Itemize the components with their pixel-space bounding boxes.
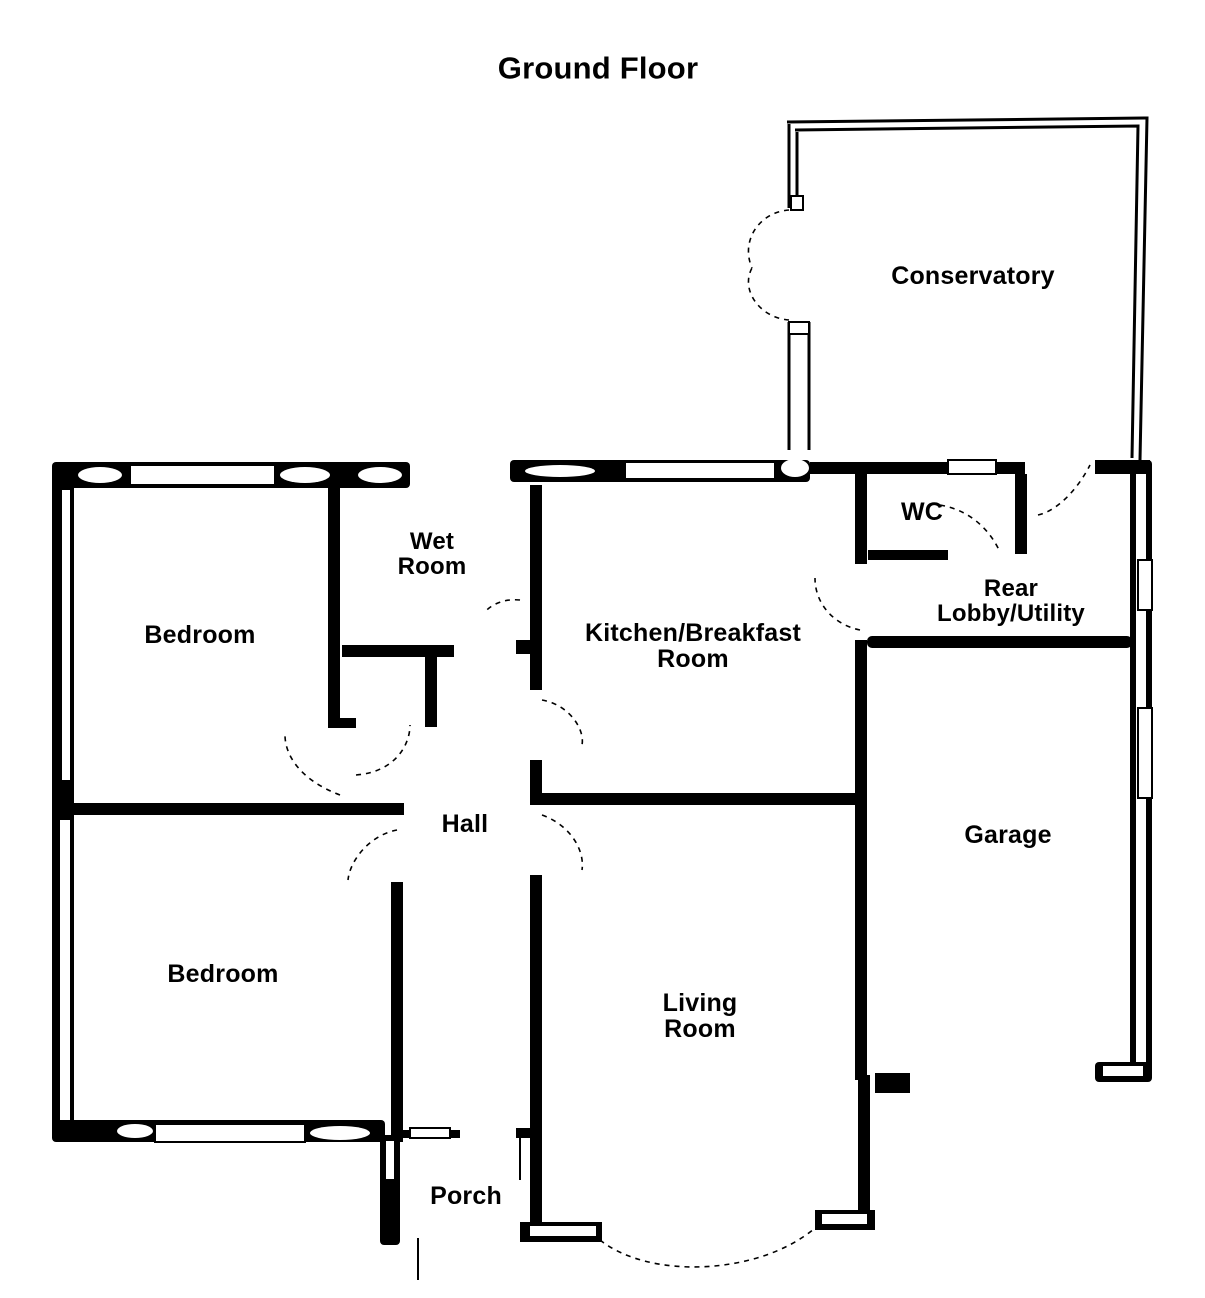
room-label-porch: Porch <box>430 1181 502 1210</box>
conservatory-door-swing <box>747 209 790 321</box>
interior-walls <box>74 474 1132 1280</box>
room-label-wc: WC <box>900 497 944 526</box>
conservatory-walls <box>786 116 1149 461</box>
room-label-living-room: Living Room <box>662 988 738 1043</box>
door-swings <box>284 464 1091 1268</box>
page-title: Ground Floor <box>497 50 699 86</box>
room-label-wet-room-line1: Wet <box>409 527 455 555</box>
room-label-hall: Hall <box>441 809 489 838</box>
room-label-rear-lobby-line1: Rear <box>983 574 1039 602</box>
room-label-bedroom-1: Bedroom <box>144 620 256 649</box>
room-label-kitchen: Kitchen/Breakfast Room <box>585 618 801 673</box>
room-label-wet-room-line2: Room <box>397 553 467 580</box>
room-label-living-room-line1: Living <box>662 988 738 1017</box>
room-label-kitchen-line2: Room <box>657 645 729 673</box>
room-label-kitchen-line1: Kitchen/Breakfast <box>585 618 801 647</box>
room-label-living-room-line2: Room <box>664 1015 736 1043</box>
room-label-bedroom-2: Bedroom <box>167 959 279 988</box>
room-label-wet-room: Wet Room <box>397 527 467 580</box>
room-label-conservatory: Conservatory <box>891 261 1055 290</box>
outer-walls <box>52 459 1153 1143</box>
room-label-garage: Garage <box>964 820 1052 849</box>
room-label-rear-lobby: Rear Lobby/Utility <box>937 574 1085 627</box>
room-label-rear-lobby-line2: Lobby/Utility <box>937 600 1085 627</box>
